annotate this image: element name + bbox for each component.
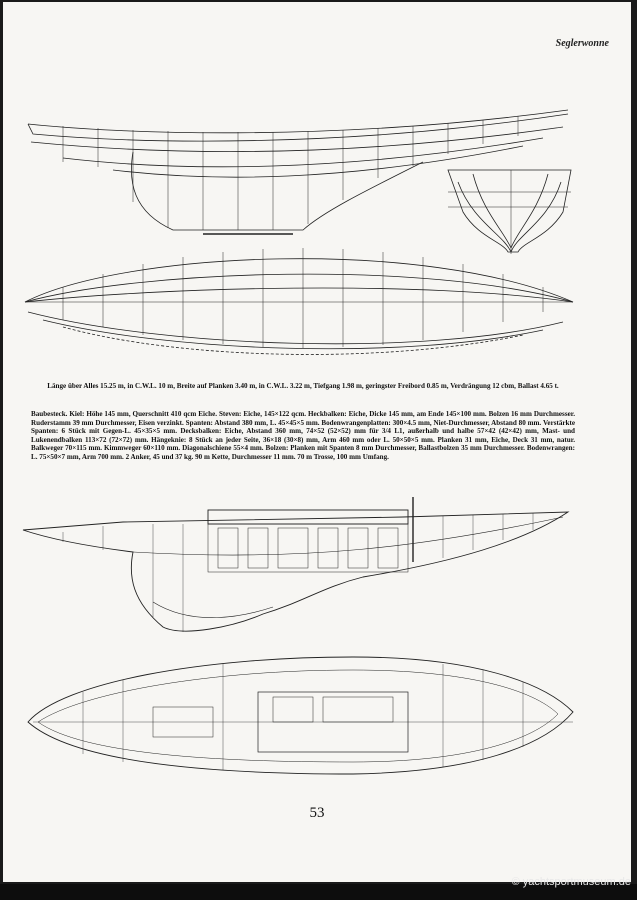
keel-profile [131,151,424,231]
document-page: Seglerwonne [3,2,631,882]
main-dimensions-text: Länge über Alles 15.25 m, in C.W.L. 10 m… [47,382,559,390]
scan-border-bar [0,884,637,900]
watermark-text: © yachtsportmuseum.de [511,876,631,888]
body-plan [447,169,572,254]
deck-line [27,113,569,142]
half-breadth-plan [24,248,574,355]
construction-specs-text: Baubesteck. Kiel: Höhe 145 mm, Querschni… [31,410,575,461]
page-number: 53 [309,805,325,821]
deck-plan [27,656,574,775]
construction-profile-drawing [22,497,574,775]
sheer-line [27,109,569,134]
lines-plan-drawing [24,109,574,355]
hull-profile [22,511,570,632]
page-header-title: Seglerwonne [555,38,609,49]
